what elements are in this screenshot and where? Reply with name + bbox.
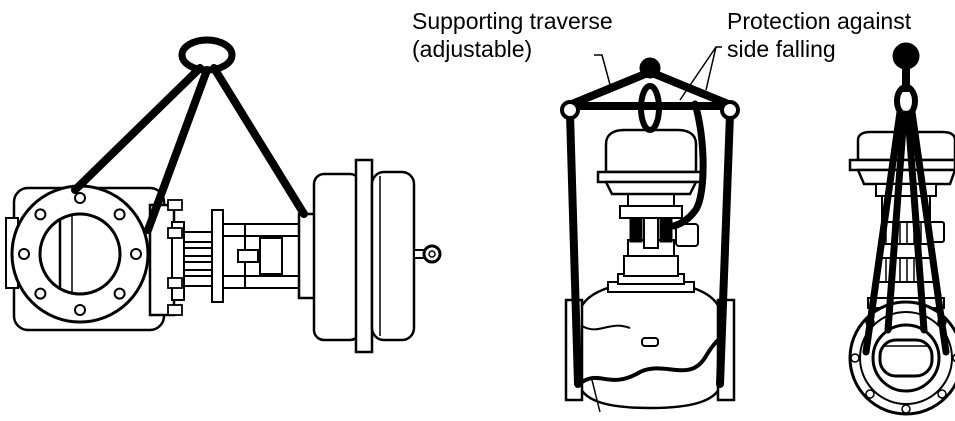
end-view-figure <box>848 42 955 416</box>
label-leader-lines <box>591 46 722 413</box>
lifting-ring <box>178 36 236 74</box>
horizontal-valve-figure <box>5 36 442 354</box>
actuator-flange <box>596 170 706 184</box>
label-protection-against: Protection against <box>727 8 912 34</box>
actuator-housing <box>312 172 362 342</box>
valve-bore <box>38 212 122 296</box>
flange-bolt-holes <box>18 192 142 316</box>
yoke <box>183 209 300 303</box>
label-side-falling: side falling <box>727 36 836 62</box>
actuator-housing <box>604 128 698 174</box>
actuator-flange <box>354 158 374 354</box>
protection-hose <box>670 100 707 230</box>
actuator-plate <box>297 212 317 300</box>
actuator-cover <box>370 170 416 342</box>
bonnet-bolts <box>167 199 183 316</box>
label-supporting-traverse-adjustable: (adjustable) <box>412 36 533 62</box>
slings <box>71 64 308 234</box>
end-view-slings <box>862 108 950 356</box>
label-supporting-traverse: Supporting traverse <box>412 8 613 34</box>
traverse-lifting-figure <box>560 46 740 413</box>
bonnet <box>148 203 176 317</box>
